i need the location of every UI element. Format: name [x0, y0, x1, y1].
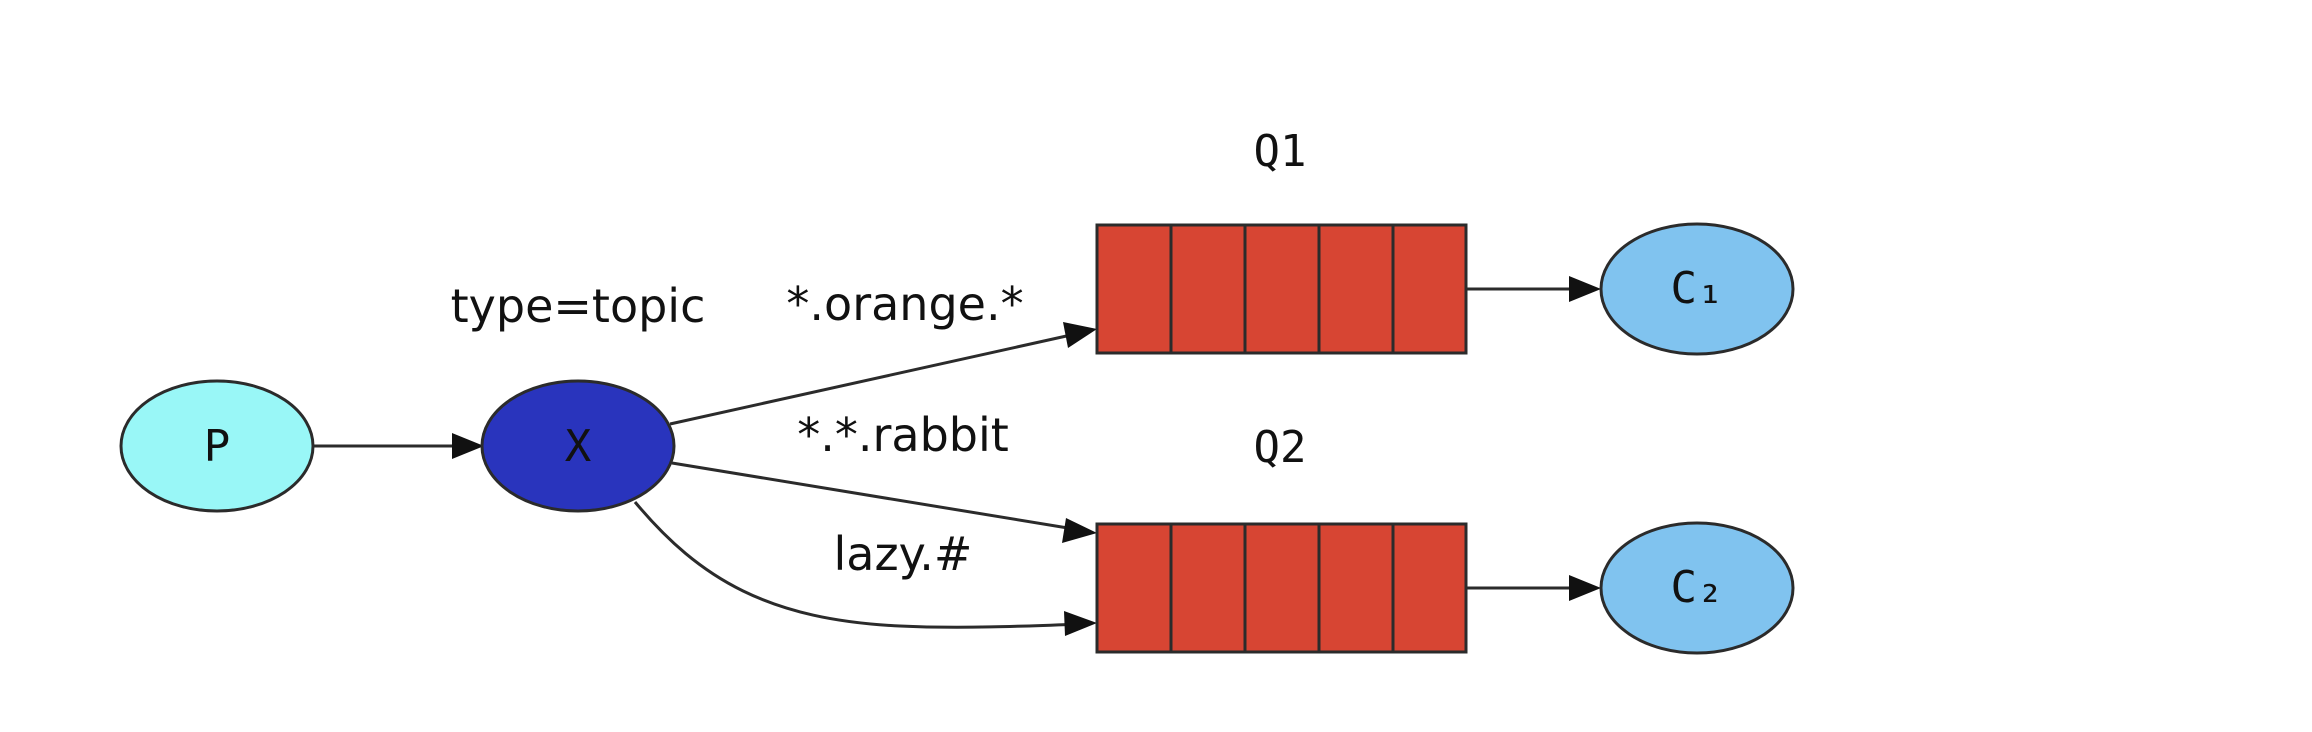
- edge-exchange-queue1: [669, 331, 1081, 426]
- queue2-slot: [1169, 522, 1247, 654]
- exchange-label: X: [565, 421, 592, 472]
- queue2: [1095, 522, 1468, 654]
- queue2-slot: [1317, 522, 1395, 654]
- binding-label-orange: *.orange.*: [786, 277, 1023, 331]
- queue1-slot: [1169, 223, 1247, 355]
- queue1-slot: [1243, 223, 1321, 355]
- arrowhead-exchange-queue2-lazy: [1064, 611, 1097, 636]
- queue1: [1095, 223, 1468, 355]
- binding-label-rabbit: *.*.rabbit: [797, 408, 1009, 462]
- queue1-slot: [1095, 223, 1173, 355]
- producer-node: [119, 379, 315, 513]
- consumer1-node: [1599, 222, 1795, 356]
- arrowhead-exchange-queue2-rabbit: [1062, 518, 1097, 543]
- consumer1-label: C₁: [1671, 263, 1724, 314]
- queue2-slot: [1243, 522, 1321, 654]
- producer-label: P: [204, 421, 231, 472]
- queue1-label: Q1: [1254, 126, 1307, 177]
- consumer2-label: C₂: [1671, 562, 1724, 613]
- exchange-type-label: type=topic: [451, 279, 706, 333]
- arrowhead-producer-exchange: [452, 433, 484, 459]
- queue2-slot: [1391, 522, 1468, 654]
- arrowhead-queue1-consumer1: [1569, 276, 1601, 302]
- queue1-slot: [1391, 223, 1468, 355]
- queue2-label: Q2: [1254, 422, 1307, 473]
- binding-label-lazy: lazy.#: [834, 527, 973, 581]
- edge-exchange-queue2-lazy: [633, 501, 1081, 629]
- queue1-slot: [1317, 223, 1395, 355]
- queue2-slot: [1095, 522, 1173, 654]
- edge-exchange-queue2-rabbit: [671, 461, 1081, 532]
- exchange-node: [480, 379, 676, 513]
- consumer2-node: [1599, 521, 1795, 655]
- arrowhead-exchange-queue1: [1063, 322, 1097, 348]
- arrowhead-queue2-consumer2: [1569, 575, 1601, 601]
